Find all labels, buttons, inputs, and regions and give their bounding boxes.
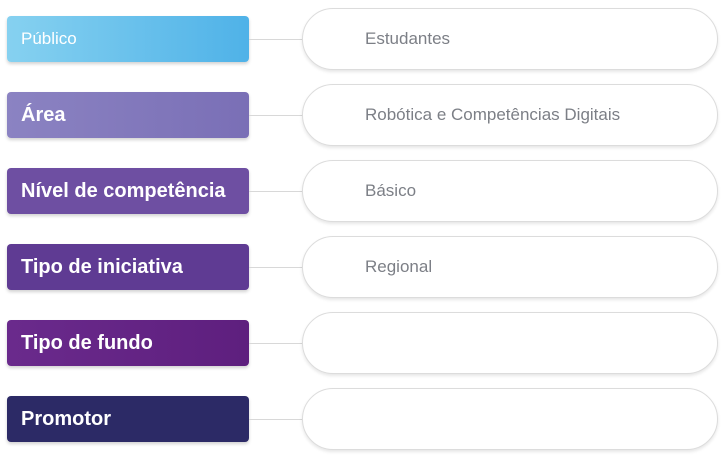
connector-line [249, 39, 303, 40]
connector-line [249, 115, 303, 116]
connector-line [249, 419, 303, 420]
row-tipo-iniciativa: Tipo de iniciativa Regional [0, 236, 727, 300]
row-promotor: Promotor [0, 388, 727, 452]
row-tipo-fundo: Tipo de fundo [0, 312, 727, 376]
label-tipo-fundo: Tipo de fundo [7, 320, 249, 366]
label-area: Área [7, 92, 249, 138]
label-promotor: Promotor [7, 396, 249, 442]
field-nivel-competencia[interactable]: Básico [302, 160, 718, 222]
row-area: Área Robótica e Competências Digitais [0, 84, 727, 148]
row-nivel-competencia: Nível de competência Básico [0, 160, 727, 224]
row-publico: Público Estudantes [0, 8, 727, 72]
field-tipo-iniciativa[interactable]: Regional [302, 236, 718, 298]
label-publico: Público [7, 16, 249, 62]
label-nivel-competencia: Nível de competência [7, 168, 249, 214]
field-area[interactable]: Robótica e Competências Digitais [302, 84, 718, 146]
field-promotor[interactable] [302, 388, 718, 450]
connector-line [249, 343, 303, 344]
connector-line [249, 267, 303, 268]
label-tipo-iniciativa: Tipo de iniciativa [7, 244, 249, 290]
connector-line [249, 191, 303, 192]
field-publico[interactable]: Estudantes [302, 8, 718, 70]
field-tipo-fundo[interactable] [302, 312, 718, 374]
